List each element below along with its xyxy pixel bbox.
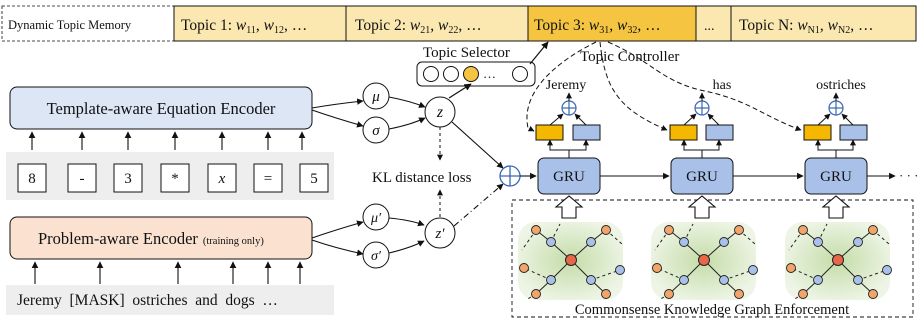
z-prime-symbol: z′ (434, 226, 445, 242)
topic-slot-1 (173, 5, 347, 42)
gru-cell-3: GRU (804, 157, 868, 195)
problem-input-arrows (31, 261, 304, 284)
z-symbol: z (436, 104, 444, 121)
problem-encoder-label: Problem-aware Encoder(training only) (38, 229, 264, 248)
dynamic-topic-memory: Dynamic Topic Memory Topic 1: w11, w12, … (1, 5, 917, 42)
mu-prime-node (362, 203, 390, 231)
sigma-prime-node (362, 241, 390, 269)
output-word: Jeremy (546, 78, 586, 93)
topic-selector: Topic Selector … (416, 45, 536, 87)
decoder-step-1-outputs: Jeremy (535, 78, 601, 158)
output-word: has (713, 78, 732, 93)
topic-controller-links (526, 41, 802, 132)
output-word: ostriches (816, 78, 866, 93)
topic-slot-n (730, 5, 917, 42)
knowledge-to-gru-arrows (554, 195, 851, 219)
topic-selector-label: Topic Selector (423, 45, 510, 61)
equation-token: 5 (310, 171, 318, 187)
topic-2-text: Topic 2: w21, w22, … (355, 17, 482, 36)
topic-controller-label: Topic Controller (580, 49, 679, 65)
knowledge-graph-label: Commonsense Knowledge Graph Enforcement (575, 302, 849, 318)
gru-cell-2: GRU (670, 157, 734, 195)
gru-cell-1: GRU (537, 157, 601, 195)
gru-label: GRU (820, 169, 852, 185)
knowledge-graph-2 (650, 221, 758, 301)
equation-token: 3 (124, 171, 132, 187)
memory-label: Dynamic Topic Memory (8, 18, 132, 32)
equation-token: * (171, 171, 179, 187)
knowledge-graph-3 (784, 221, 892, 301)
gru-label: GRU (686, 169, 718, 185)
selector-dot (423, 66, 439, 82)
decoder-step-2-outputs: has (669, 78, 734, 158)
topic-1-text: Topic 1: w11, w12, … (181, 17, 307, 36)
problem-encoder: Problem-aware Encoder(training only) (9, 216, 313, 260)
topic-3-text: Topic 3: w31, w32, … (534, 17, 661, 36)
problem-input-strip (6, 285, 334, 315)
decoder-continuation: · · · (899, 168, 919, 183)
selector-dots-ellipsis: … (483, 66, 496, 81)
equation-token: - (80, 171, 85, 187)
kl-loss-label: KL distance loss (372, 170, 472, 186)
topic-n-text: Topic N: wN1, wN2, … (739, 17, 873, 36)
equation-tokens: 8 - 3 * x = 5 (17, 163, 329, 193)
mu-symbol: μ (371, 89, 380, 105)
mu-prime-symbol: μ′ (370, 211, 382, 226)
decoder-step-3-outputs: ostriches (803, 78, 868, 158)
knowledge-graph-1 (518, 222, 625, 301)
problem-input-text: Jeremy [MASK] ostriches and dogs … (17, 292, 278, 309)
selector-dot (512, 66, 528, 82)
selector-dot (443, 66, 459, 82)
selector-dot-active (463, 66, 479, 82)
sigma-prime-symbol: σ′ (371, 249, 382, 264)
z-prime-node (424, 217, 456, 249)
topic-slot-ellipsis (695, 5, 732, 42)
equation-token: = (264, 171, 272, 187)
equation-input-arrows (28, 131, 306, 150)
topic-slot-2 (345, 5, 529, 42)
sigma-node (362, 116, 390, 144)
equation-encoder-label: Template-aware Equation Encoder (47, 99, 276, 118)
topic-ellipsis-text: ... (704, 19, 715, 34)
equation-token: x (218, 171, 226, 187)
mu-node (362, 82, 390, 110)
sigma-symbol: σ (372, 123, 380, 139)
equation-encoder: Template-aware Equation Encoder (9, 86, 313, 130)
gru-label: GRU (553, 169, 585, 185)
equation-token: 8 (28, 171, 36, 187)
